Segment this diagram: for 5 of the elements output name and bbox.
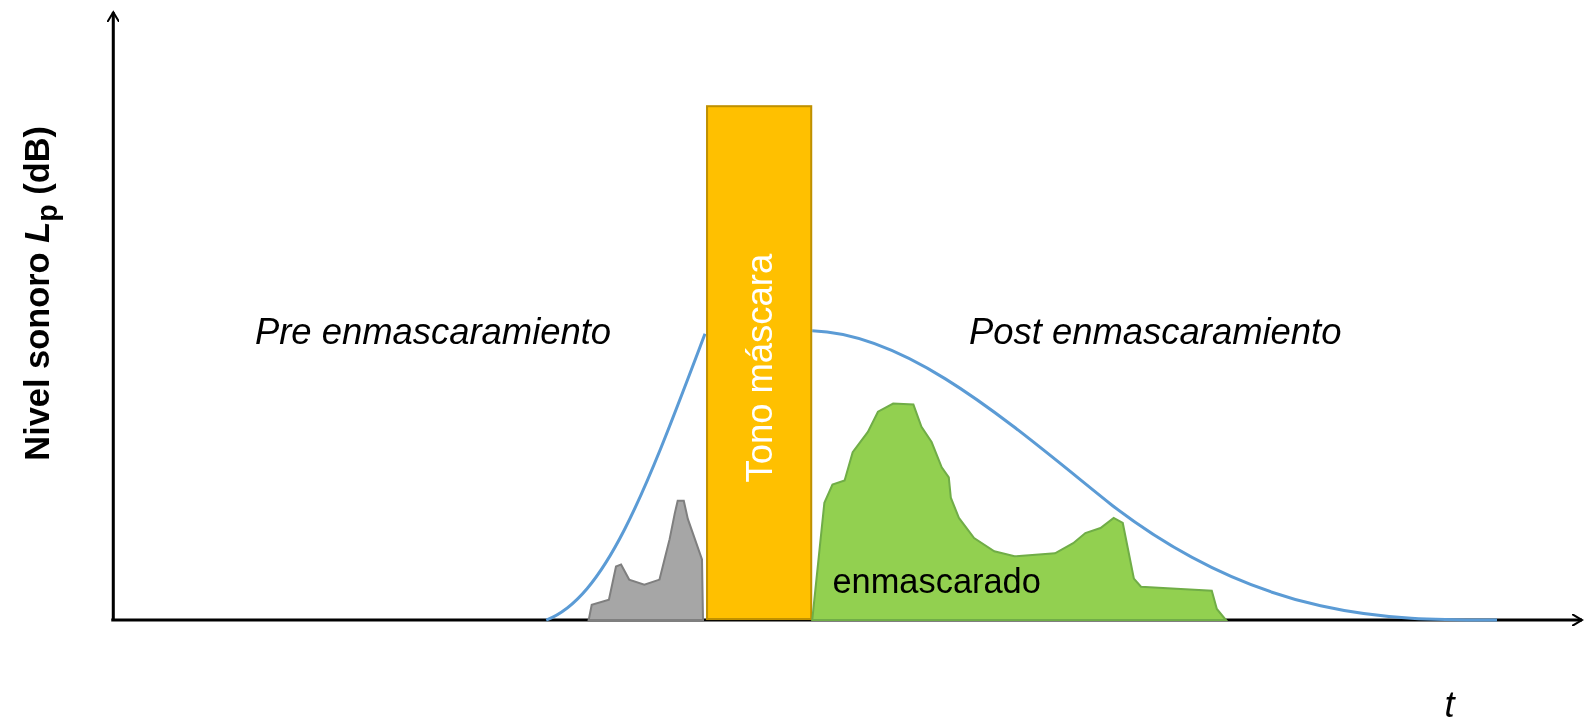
shape-label: enmascarado: [832, 561, 1041, 601]
shape-label: Tono máscara: [737, 253, 781, 483]
region-label: Post enmascaramiento: [969, 310, 1342, 353]
axis-title: t: [1444, 683, 1455, 723]
region-label: Pre enmascaramiento: [254, 310, 612, 353]
